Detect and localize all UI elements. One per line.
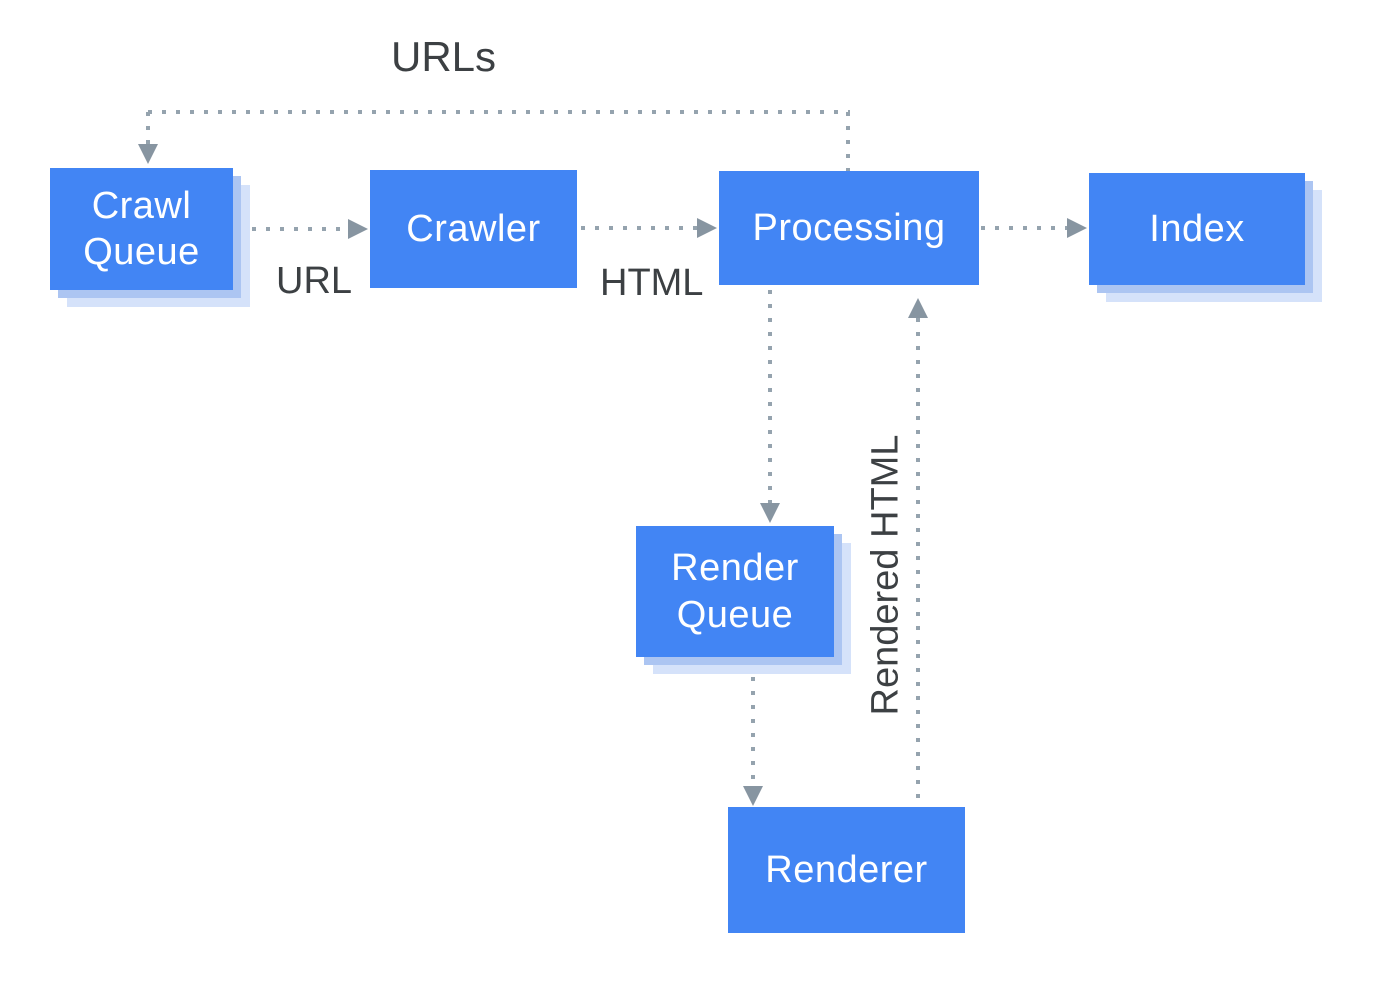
node-render-queue-label: Render Queue (671, 547, 799, 636)
node-renderer: Renderer (728, 807, 965, 933)
edge-renderer-to-processing (916, 318, 920, 805)
arrowhead-right-into-index-icon (1067, 218, 1087, 238)
edge-crawler-to-processing (581, 226, 697, 230)
arrowhead-down-into-crawl-queue-icon (138, 144, 158, 164)
edge-processing-to-crawl-queue-right-vertical (846, 112, 850, 171)
edge-processing-to-index (981, 226, 1067, 230)
edge-crawl-queue-to-crawler (252, 227, 348, 231)
edge-label-html: HTML (600, 262, 704, 304)
node-crawl-queue: Crawl Queue (50, 168, 233, 290)
arrowhead-down-into-render-queue-icon (760, 503, 780, 523)
node-processing: Processing (719, 171, 979, 285)
node-index: Index (1089, 173, 1305, 285)
node-render-queue: Render Queue (636, 526, 834, 657)
edge-processing-to-crawl-queue-left-vertical (146, 112, 150, 144)
node-renderer-label: Renderer (765, 848, 928, 891)
edge-processing-to-crawl-queue-horizontal (148, 110, 850, 114)
arrowhead-up-into-processing-icon (908, 298, 928, 318)
node-crawler: Crawler (370, 170, 577, 288)
node-processing-label: Processing (752, 206, 946, 249)
edge-label-rendered-html: Rendered HTML (864, 434, 907, 716)
edge-label-urls: URLs (391, 33, 497, 80)
arrowhead-right-into-crawler-icon (348, 219, 368, 239)
node-index-label: Index (1149, 207, 1245, 250)
node-crawl-queue-label: Crawl Queue (83, 184, 200, 273)
node-crawler-label: Crawler (406, 207, 541, 250)
edge-processing-to-render-queue (768, 290, 772, 503)
edge-label-url: URL (276, 260, 353, 302)
arrowhead-down-into-renderer-icon (743, 786, 763, 806)
edge-render-queue-to-renderer (751, 677, 755, 787)
arrowhead-right-into-processing-icon (697, 218, 717, 238)
